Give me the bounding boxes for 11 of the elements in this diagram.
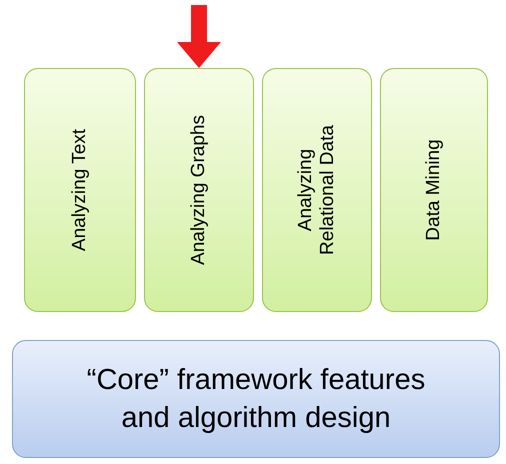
box-label: Analyzing Graphs: [188, 114, 210, 267]
process-box: [144, 68, 254, 312]
process-box: [262, 68, 372, 312]
process-box: [24, 68, 136, 312]
box-label: Analyzing Relational Data: [295, 124, 339, 257]
arrow: [177, 5, 221, 68]
box-label: Analyzing Text: [69, 128, 91, 254]
foundation-box: [12, 340, 500, 458]
process-box: [380, 68, 488, 312]
box-label: “Core” framework features and algorithm design: [86, 363, 426, 436]
box-label: Data Mining: [423, 138, 445, 243]
